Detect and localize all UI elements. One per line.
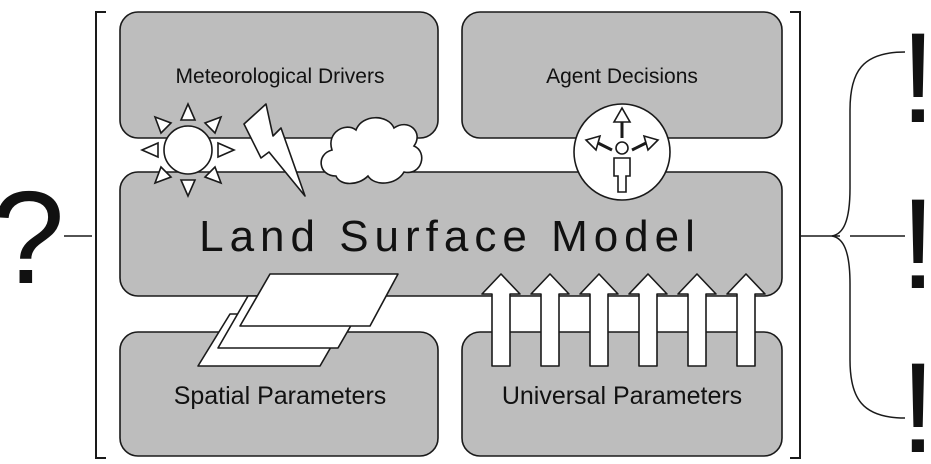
up-arrow-icon — [628, 273, 668, 367]
up-arrow-icon — [530, 273, 570, 367]
layered-sheets-icon — [197, 273, 399, 367]
meteorological-drivers-label: Meteorological Drivers — [176, 65, 385, 88]
output-exclamation-top: ! — [900, 7, 931, 150]
output-exclamations: ! ! ! — [900, 7, 931, 464]
land-surface-model-label: Land Surface Model — [199, 212, 701, 261]
up-arrow-icon — [726, 273, 766, 367]
sun-icon — [140, 102, 236, 198]
agent-decisions-label: Agent Decisions — [546, 65, 698, 88]
land-surface-model-box — [119, 171, 783, 297]
upward-arrows — [481, 273, 766, 367]
up-arrow-icon — [481, 273, 521, 367]
universal-parameters-label: Universal Parameters — [502, 382, 742, 410]
up-arrow-icon — [579, 273, 619, 367]
up-arrow-icon — [677, 273, 717, 367]
agent-decision-icon — [573, 103, 671, 201]
input-question-mark: ? — [0, 164, 65, 311]
output-curly-brace — [831, 51, 906, 419]
output-exclamation-bottom: ! — [900, 337, 931, 464]
right-bracket — [790, 11, 801, 459]
left-bracket — [95, 11, 106, 459]
output-exclamation-middle: ! — [900, 173, 931, 316]
cloud-icon — [320, 116, 423, 185]
spatial-parameters-label: Spatial Parameters — [174, 382, 387, 410]
lightning-icon — [243, 103, 306, 197]
